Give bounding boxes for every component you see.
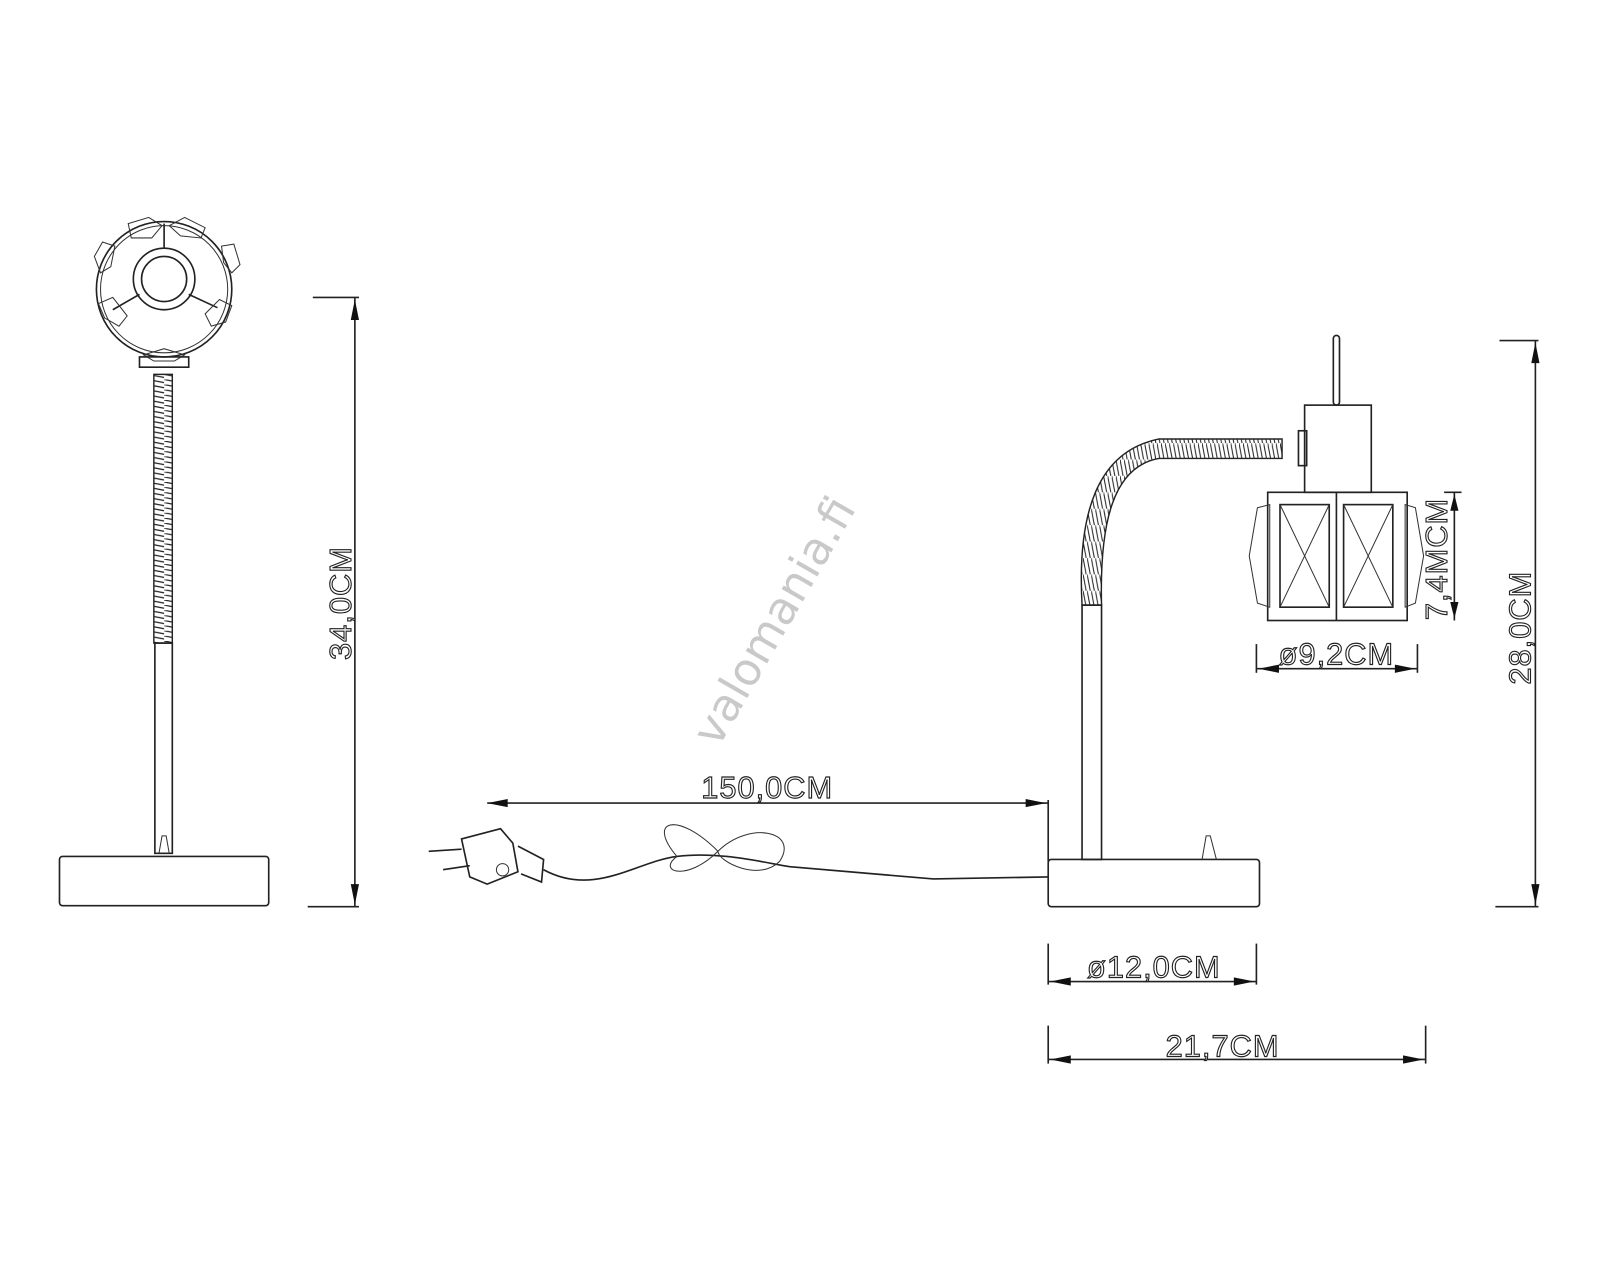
front-height-label: 34,0CM <box>323 546 358 660</box>
lamp-holder-box <box>1303 404 1373 494</box>
lamp-head-front <box>93 216 241 368</box>
cable-length-label: 150,0CM <box>701 770 833 805</box>
plug-and-cable <box>428 824 1049 885</box>
dimension-front-height: 34,0CM <box>307 296 359 908</box>
stem-front <box>154 642 174 855</box>
dimension-total-width: 21,7CM <box>1047 1025 1427 1064</box>
dimension-base-diameter: ø12,0CM <box>1047 943 1258 986</box>
gooseneck-side <box>1080 438 1283 606</box>
side-view-lamp <box>1047 334 1425 908</box>
dimension-shade-height: 7,4MCM <box>1419 491 1462 621</box>
gooseneck-front <box>153 373 174 644</box>
stem-side <box>1081 604 1103 861</box>
watermark: valomania.fi <box>682 487 867 754</box>
base-front <box>58 855 270 907</box>
shade-diameter-label: ø9,2CM <box>1279 637 1395 672</box>
side-height-label: 28,0CM <box>1502 571 1537 685</box>
dimension-shade-diameter: ø9,2CM <box>1255 636 1419 673</box>
front-view-lamp <box>58 216 270 907</box>
dimension-cable-length: 150,0CM <box>487 769 1050 862</box>
total-width-label: 21,7CM <box>1166 1028 1280 1063</box>
base-side <box>1047 858 1261 908</box>
dimension-side-height: 28,0CM <box>1495 339 1540 908</box>
lamp-shade-side <box>1248 491 1425 622</box>
base-diameter-label: ø12,0CM <box>1087 949 1221 984</box>
shade-height-label: 7,4MCM <box>1419 498 1454 620</box>
